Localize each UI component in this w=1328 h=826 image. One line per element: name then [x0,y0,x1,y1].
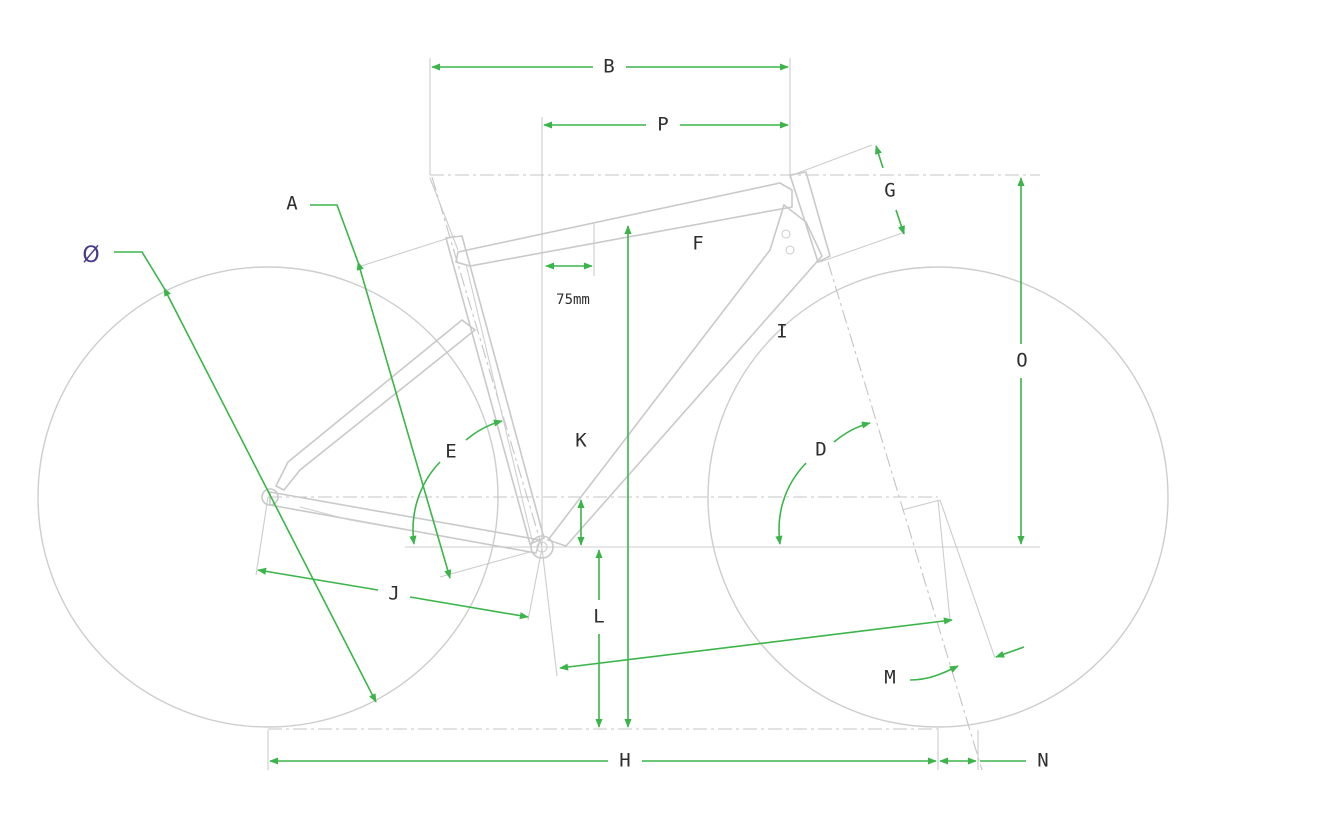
reference-lines [255,58,1040,771]
label-e: E [445,441,456,463]
label-k: K [575,430,587,452]
bike-frame [261,171,831,559]
label-f: F [692,233,703,255]
label-j: J [388,583,399,605]
label-o: O [1016,350,1027,372]
label-l: L [593,606,604,628]
label-g: G [884,180,895,202]
label-a: A [286,193,298,215]
label-diameter: Ø [82,243,99,268]
dimension-arrows [114,63,1026,765]
label-i: I [776,321,787,343]
label-p: P [657,114,668,136]
label-75mm: 75mm [556,292,590,308]
label-h: H [619,750,630,772]
front-wheel [707,266,1169,728]
label-d: D [815,439,826,461]
label-b: B [603,56,614,78]
label-n: N [1037,750,1048,772]
label-m: M [884,667,895,689]
dimension-labels: Ø A B P G F 75mm I O K E D J L M H N [82,56,1048,772]
